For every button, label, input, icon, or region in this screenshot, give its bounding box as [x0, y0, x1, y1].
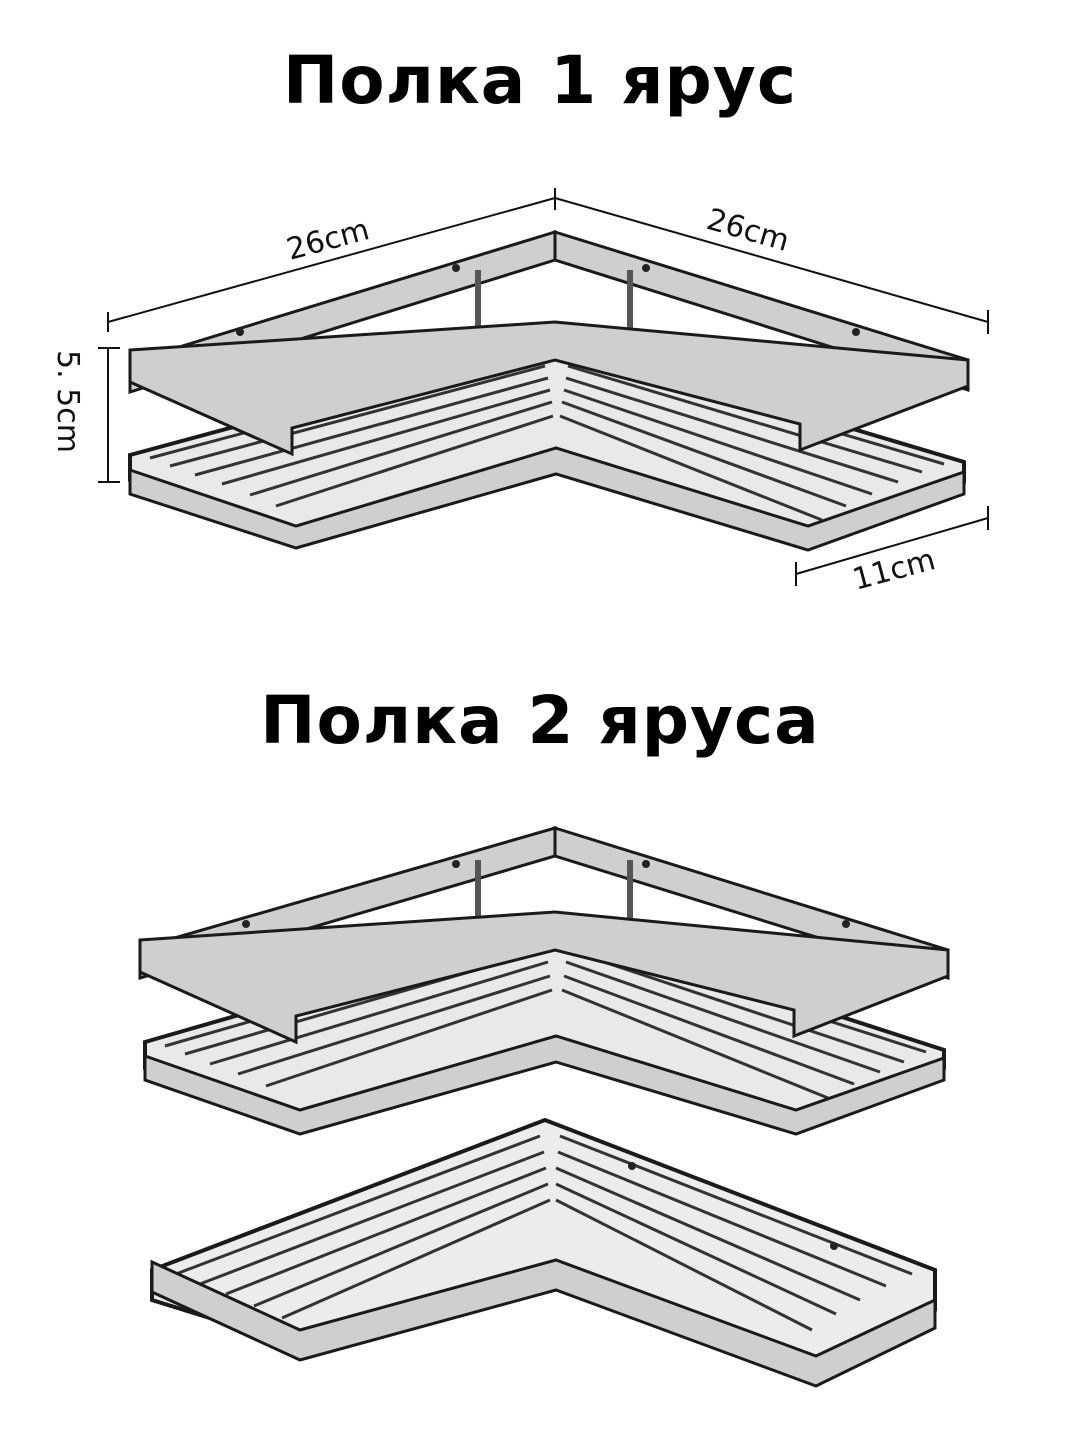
dim-right-length: 26cm	[703, 202, 793, 259]
double-shelf-illustration	[138, 825, 950, 1388]
shelf-tier-1	[128, 229, 970, 552]
dim-height: 5. 5cm	[50, 350, 85, 453]
dimension-lines	[98, 188, 989, 586]
shelf-tier-lower	[150, 1117, 937, 1388]
dim-depth: 11cm	[849, 542, 939, 598]
title-single-tier: Полка 1 ярус	[283, 42, 797, 119]
title-double-tier: Полка 2 яруса	[260, 682, 820, 759]
single-shelf-illustration: 26cm 26cm 5. 5cm 11cm	[50, 188, 989, 598]
shelf-tier-upper	[138, 825, 950, 1136]
dim-left-length: 26cm	[283, 212, 373, 268]
